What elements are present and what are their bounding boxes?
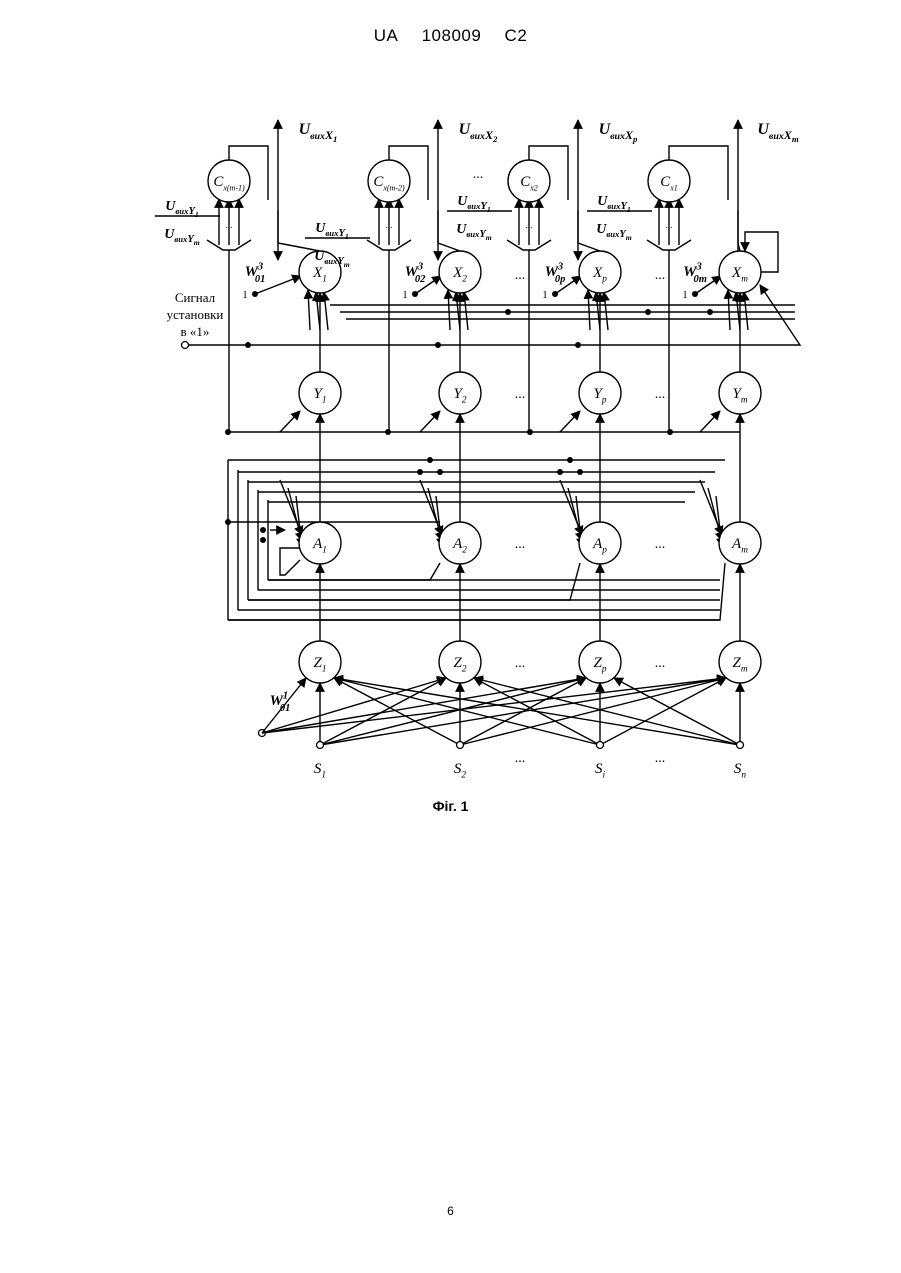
- junction-dot: [225, 429, 231, 435]
- junction-dot: [557, 469, 563, 475]
- ellipsis-mark: ...: [515, 751, 526, 766]
- input-terminal-1: [317, 742, 324, 749]
- input-terminal-3: [597, 742, 604, 749]
- junction-dot: [707, 309, 713, 315]
- input-cross-line: [460, 678, 726, 745]
- c-ellipsis: ...: [226, 220, 233, 230]
- input-terminal-4: [737, 742, 744, 749]
- junction-dot: [435, 342, 441, 348]
- weight-x-1: W301: [245, 261, 266, 285]
- output-label-2: UвихX2: [459, 121, 498, 144]
- input-label-3: Si: [595, 761, 606, 781]
- ellipsis-mark: ...: [515, 656, 526, 671]
- input-cross-line: [334, 678, 740, 745]
- x-lateral-in: [588, 290, 590, 330]
- ellipsis-mark: ...: [473, 167, 484, 182]
- y-bus-to-y: [700, 411, 720, 432]
- y-bus-to-y: [280, 411, 300, 432]
- input-terminal-2: [457, 742, 464, 749]
- junction-dot: [667, 429, 673, 435]
- am-back: [228, 563, 725, 620]
- input-label-1: S1: [314, 761, 326, 781]
- c-ellipsis: ...: [666, 220, 673, 230]
- junction-dot: [417, 469, 423, 475]
- junction-dot: [575, 342, 581, 348]
- ellipsis-mark: ...: [515, 387, 526, 402]
- bias-value-2: 1: [402, 289, 408, 301]
- weight-x-2: W302: [405, 261, 427, 285]
- c-input-label-ym: UвихYm: [596, 222, 632, 242]
- junction-dot: [260, 527, 266, 533]
- ellipsis-mark: ...: [655, 656, 666, 671]
- set-bus: [248, 285, 800, 345]
- weight-z: W101: [270, 690, 291, 714]
- page-number: 6: [0, 1204, 901, 1218]
- output-label-4: UвихXm: [757, 121, 798, 144]
- z-bias-line: [262, 678, 726, 733]
- x-lateral-in: [744, 292, 748, 330]
- ellipsis-mark: ...: [515, 537, 526, 552]
- set-signal-label-3: в «1»: [181, 324, 210, 339]
- x-lateral-in: [448, 290, 450, 330]
- junction-dot: [427, 457, 433, 463]
- output-label-1: UвихX1: [299, 121, 338, 144]
- input-label-4: Sn: [734, 761, 747, 781]
- ellipsis-mark: ...: [655, 387, 666, 402]
- x-lateral-in: [728, 290, 730, 330]
- set-signal-label-2: установки: [167, 307, 224, 322]
- ellipsis-mark: ...: [515, 268, 526, 283]
- x-lateral-in: [308, 290, 310, 330]
- bias-value-3: 1: [542, 289, 548, 301]
- junction-dot: [437, 469, 443, 475]
- junction-dot: [385, 429, 391, 435]
- set-signal-terminal: [182, 342, 189, 349]
- junction-dot: [645, 309, 651, 315]
- ellipsis-mark: ...: [655, 268, 666, 283]
- c-ellipsis: ...: [526, 220, 533, 230]
- bias-value-4: 1: [682, 289, 688, 301]
- junction-dot: [260, 537, 266, 543]
- x-lateral-in: [464, 292, 468, 330]
- set-signal-label-1: Сигнал: [175, 290, 216, 305]
- y-bus-to-y: [420, 411, 440, 432]
- junction-dot: [505, 309, 511, 315]
- ellipsis-mark: ...: [655, 537, 666, 552]
- weight-x-4: W30m: [683, 261, 707, 285]
- x-lateral-in: [604, 292, 608, 330]
- input-cross-line: [320, 678, 586, 745]
- x-lateral-in: [324, 292, 328, 330]
- c-ellipsis: ...: [386, 220, 393, 230]
- junction-dot: [245, 342, 251, 348]
- input-cross-line: [474, 678, 740, 745]
- junction-dot: [577, 469, 583, 475]
- y-bus-to-y: [560, 411, 580, 432]
- z-bias-line: [262, 678, 586, 733]
- figure-caption: Фіг. 1: [0, 798, 901, 814]
- junction-dot: [567, 457, 573, 463]
- bias-value-1: 1: [242, 289, 248, 301]
- output-label-3: UвихXp: [599, 121, 638, 144]
- weight-x-3: W30p: [545, 261, 566, 285]
- c-input-label-ym: UвихYm: [456, 222, 492, 242]
- junction-dot: [527, 429, 533, 435]
- ellipsis-mark: ...: [655, 751, 666, 766]
- ap-back: [248, 563, 580, 600]
- input-cross-line: [334, 678, 600, 745]
- input-label-2: S2: [454, 761, 467, 781]
- a1-loop: [280, 548, 300, 575]
- c-input-label-ym: UвихYm: [164, 227, 200, 247]
